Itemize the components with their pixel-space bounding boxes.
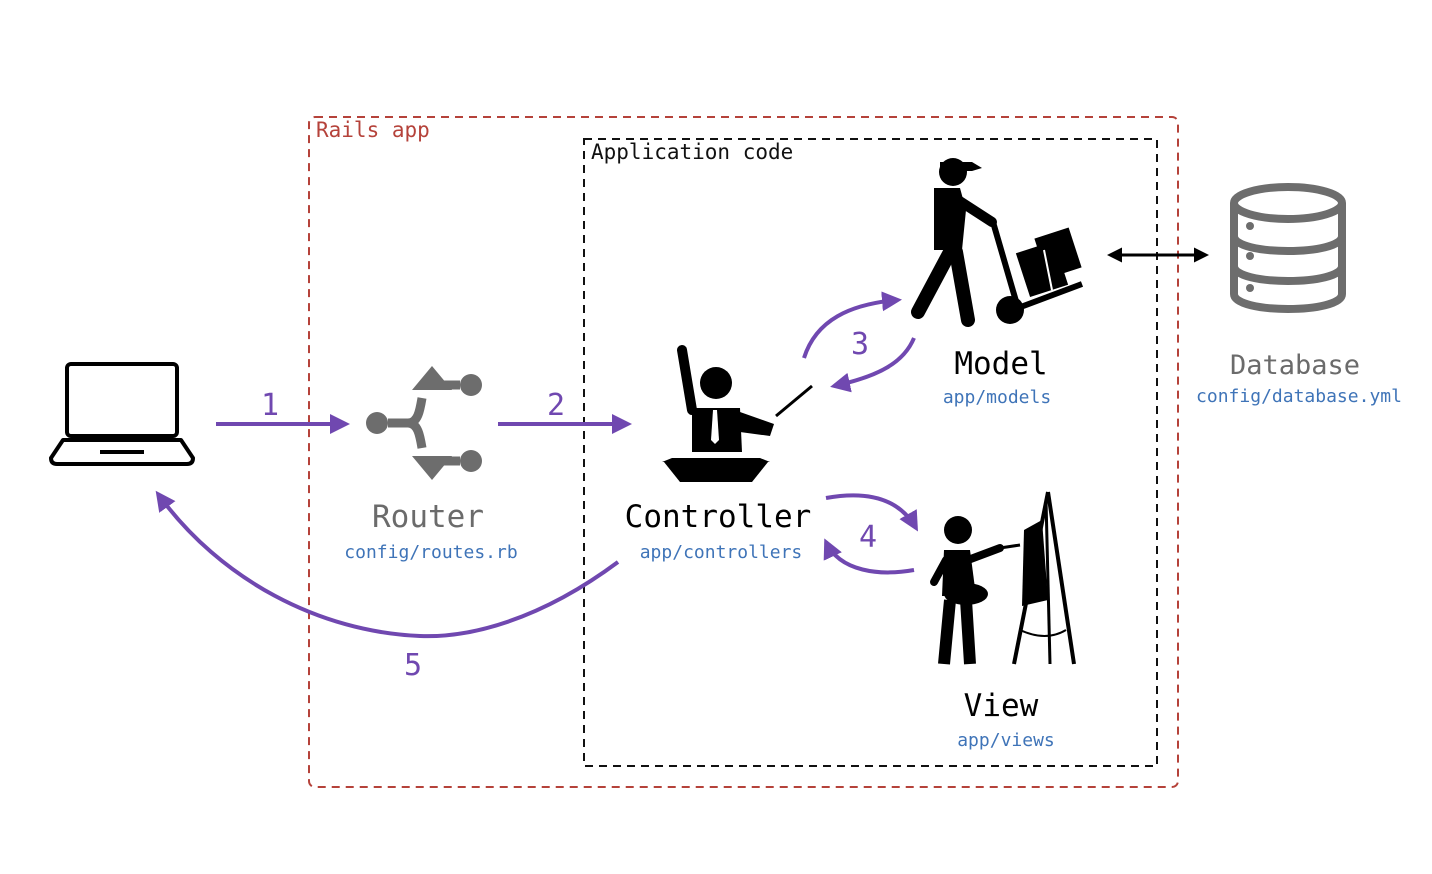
step-number-1: 1: [261, 388, 279, 423]
step-number-5: 5: [404, 648, 422, 683]
step-number-4: 4: [859, 520, 877, 555]
laptop-icon: [49, 362, 195, 466]
application-code-label: Application code: [591, 140, 793, 164]
painter-icon: [930, 491, 1076, 665]
arrow-step-4-back: [823, 538, 915, 575]
arrow-step-3-back: [830, 337, 916, 393]
step-number-3: 3: [851, 327, 869, 362]
rails-app-label: Rails app: [316, 118, 430, 142]
view-label: View: [964, 688, 1039, 724]
database-path: config/database.yml: [1196, 386, 1402, 407]
controller-label: Controller: [625, 499, 812, 535]
controller-path: app/controllers: [640, 542, 803, 563]
arrow-step-5: [155, 490, 620, 639]
database-icon: [1230, 183, 1346, 313]
step-number-2: 2: [547, 388, 565, 423]
arrow-step-3-out: [802, 291, 902, 359]
view-path: app/views: [957, 730, 1055, 751]
router-path: config/routes.rb: [344, 542, 517, 563]
router-fork-icon: [366, 366, 482, 480]
arrow-step-4-out: [825, 493, 918, 532]
application-code-boundary: [583, 138, 1158, 767]
model-path: app/models: [943, 387, 1051, 408]
rails-app-boundary: [308, 116, 1179, 788]
router-label: Router: [372, 499, 484, 535]
database-label: Database: [1230, 350, 1360, 381]
delivery-worker-icon: [911, 158, 1084, 327]
model-label: Model: [954, 346, 1047, 382]
conductor-icon: [662, 345, 813, 482]
